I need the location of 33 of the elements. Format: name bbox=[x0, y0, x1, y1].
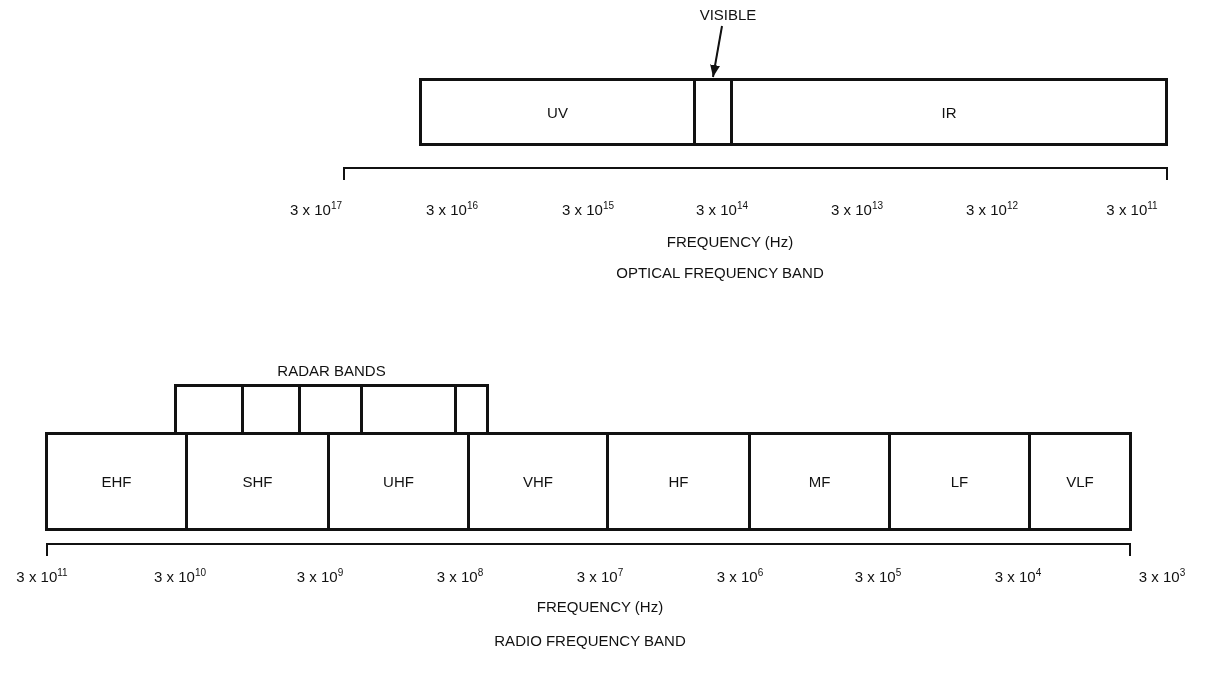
sub-band-box bbox=[454, 384, 489, 435]
band-segment: VHF bbox=[467, 432, 609, 531]
leader-line bbox=[710, 25, 723, 78]
tick-label: 3 x 10$^{10}$ bbox=[154, 567, 206, 585]
axis-caption: RADIO FREQUENCY BAND bbox=[494, 632, 686, 649]
band-segment: MF bbox=[748, 432, 891, 531]
tick-label: 3 x 10$^{15}$ bbox=[562, 200, 614, 218]
sub-band-box bbox=[693, 78, 733, 146]
axis-caption: FREQUENCY (Hz) bbox=[536, 598, 664, 615]
tick-label: 3 x 10$^{11}$ bbox=[16, 567, 68, 585]
tick-label: 3 x 10$^{11}$ bbox=[1106, 200, 1158, 218]
band-segment: VLF bbox=[1028, 432, 1132, 531]
tick-label: 3 x 10$^{9}$ bbox=[296, 567, 344, 585]
band-segment: LF bbox=[888, 432, 1031, 531]
tick-label: 3 x 10$^{14}$ bbox=[696, 200, 748, 218]
band-segment: HF bbox=[606, 432, 751, 531]
band-segment: IR bbox=[730, 78, 1168, 146]
group-heading: RADAR BANDS bbox=[277, 362, 386, 379]
tick-label: 3 x 10$^{5}$ bbox=[854, 567, 902, 585]
tick-label: 3 x 10$^{12}$ bbox=[966, 200, 1018, 218]
axis-caption: FREQUENCY (Hz) bbox=[666, 233, 794, 250]
callout-text: VISIBLE bbox=[688, 4, 768, 24]
tick-label: 3 x 10$^{8}$ bbox=[436, 567, 484, 585]
tick-label: 3 x 10$^{13}$ bbox=[831, 200, 883, 218]
axis-caption: OPTICAL FREQUENCY BAND bbox=[616, 264, 824, 281]
tick-label: 3 x 10$^{4}$ bbox=[994, 567, 1042, 585]
tick-label: 3 x 10$^{7}$ bbox=[576, 567, 624, 585]
band-segment: EHF bbox=[45, 432, 188, 531]
tick-label: 3 x 10$^{16}$ bbox=[426, 200, 478, 218]
tick-label: 3 x 10$^{17}$ bbox=[290, 200, 342, 218]
band-segment: UV bbox=[419, 78, 696, 146]
tick-label: 3 x 10$^{6}$ bbox=[716, 567, 764, 585]
tick-label: 3 x 10$^{3}$ bbox=[1138, 567, 1186, 585]
